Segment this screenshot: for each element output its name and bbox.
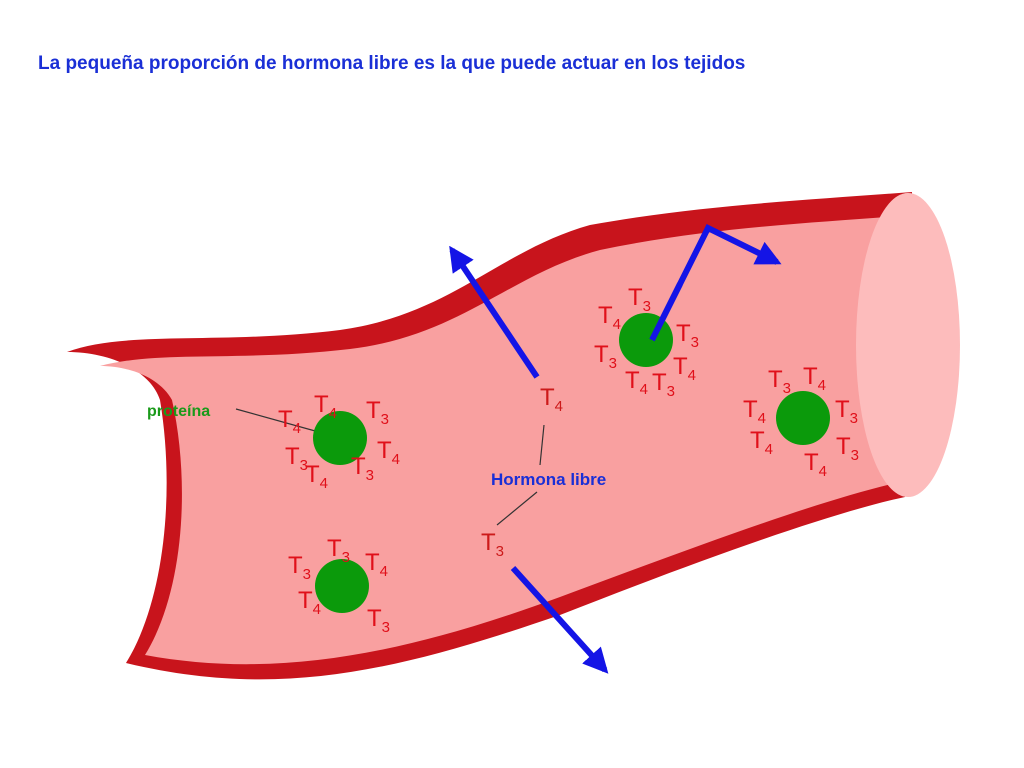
hormone-label: T4 [314, 391, 337, 422]
hormone-label: T4 [278, 406, 301, 437]
hormone-label: T4 [305, 461, 328, 492]
hormone-label: T4 [750, 427, 773, 458]
vessel-lumen [100, 216, 900, 665]
hormone-label: T3 [285, 443, 308, 474]
free-hormone-t4: T4 [540, 384, 563, 415]
hormone-label: T3 [652, 369, 675, 400]
protein-group-right: T3 T4 T4 T3 T4 T3 T4 [743, 363, 859, 480]
hormone-label: T4 [803, 363, 826, 394]
protein-circle-icon [313, 411, 367, 465]
protein-circle-icon [776, 391, 830, 445]
hormone-label: T4 [673, 353, 696, 384]
protein-label: proteína [147, 403, 210, 420]
free-hormone-leader-t4 [539, 424, 545, 466]
hormone-label: T3 [351, 453, 374, 484]
hormone-label: T3 [768, 366, 791, 397]
protein-group-left: T4 T3 T4 T4 T3 T3 T4 [278, 391, 400, 492]
hormone-label: T4 [377, 437, 400, 468]
hormone-label: T3 [327, 535, 350, 566]
hormone-label: T3 [836, 433, 859, 464]
hormone-label: T4 [804, 449, 827, 480]
diffusion-arrow-icon [510, 565, 609, 674]
vessel-opening [856, 193, 960, 497]
diffusion-arrow-icon [449, 245, 540, 379]
protein-group-top: T3 T4 T3 T3 T4 T4 T3 [594, 284, 699, 400]
protein-circle-icon [619, 313, 673, 367]
hormone-label: T3 [366, 397, 389, 428]
hormone-label: T4 [625, 367, 648, 398]
page-title: La pequeña proporción de hormona libre e… [38, 53, 746, 74]
protein-group-bottom: T3 T3 T4 T4 T3 [288, 535, 390, 636]
hormone-label: T3 [676, 320, 699, 351]
free-hormone-t3: T3 [481, 529, 504, 560]
hormone-label: T3 [367, 605, 390, 636]
blood-vessel-icon [67, 192, 960, 680]
hormone-label: T4 [598, 302, 621, 333]
protein-leader-line [235, 408, 327, 435]
hormone-label: T4 [743, 396, 766, 427]
hormone-label: T3 [288, 552, 311, 583]
hormone-label: T4 [365, 549, 388, 580]
free-hormone-label: Hormona libre [491, 470, 606, 489]
protein-circle-icon [315, 559, 369, 613]
diffusion-arrow-icon [649, 282, 683, 342]
hormone-label: T3 [628, 284, 651, 315]
hormone-label: T4 [298, 587, 321, 618]
free-hormone-leader-t3 [496, 491, 538, 526]
hormone-label: T3 [835, 396, 858, 427]
hormone-label: T3 [594, 341, 617, 372]
